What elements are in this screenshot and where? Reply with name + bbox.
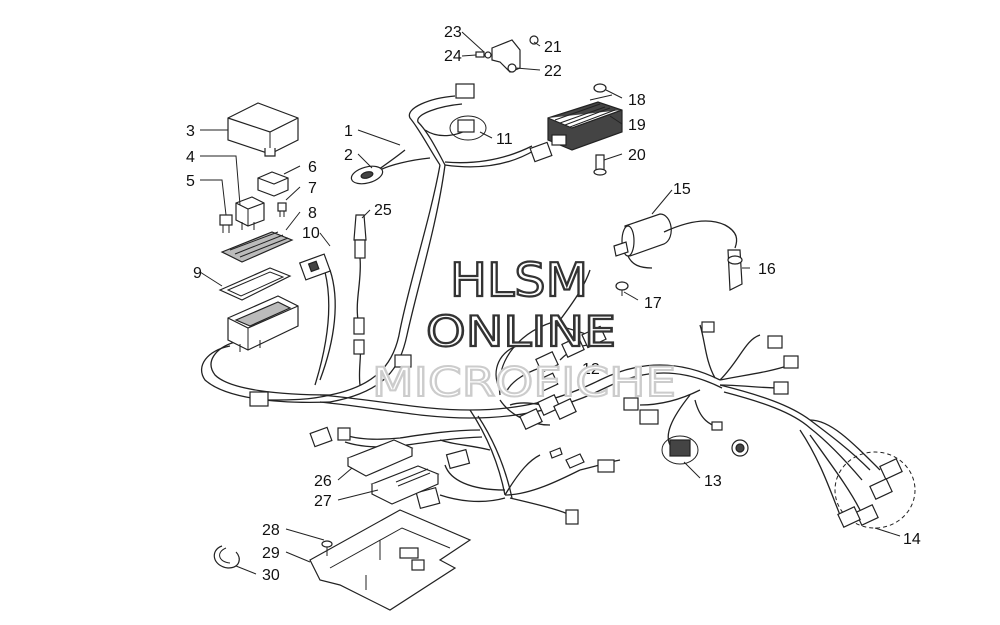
part-3-relay-cover	[227, 102, 299, 157]
callout-14: 14	[903, 531, 921, 548]
part-16-plug-cap	[727, 249, 743, 291]
part-25-sensor	[353, 214, 367, 355]
callout-29: 29	[262, 545, 280, 562]
callout-10: 10	[302, 225, 320, 242]
part-17-screw	[615, 281, 629, 296]
part-20-bolt	[593, 154, 607, 176]
part-7-fuse	[277, 202, 287, 217]
callout-18: 18	[628, 92, 646, 109]
callout-20: 20	[628, 147, 646, 164]
callout-30: 30	[262, 567, 280, 584]
part-21-24-bracket	[475, 35, 539, 73]
callout-13: 13	[704, 473, 722, 490]
callout-2: 2	[344, 147, 353, 164]
fuse-box-base	[227, 295, 299, 352]
part-19-regulator	[529, 101, 623, 163]
watermark-line-1: HLSM	[450, 253, 588, 307]
part-28-bolt	[321, 540, 333, 556]
part-29-tray	[309, 509, 472, 611]
callout-3: 3	[186, 123, 195, 140]
callout-numbers: 1 2 3 4 5 6 7 8 9 10 11 12 13 14 15 16 1…	[186, 24, 921, 584]
part-5-fuse	[219, 214, 233, 233]
harness-connectors	[249, 321, 799, 525]
watermark: HLSM ONLINE MICROFICHE	[371, 252, 677, 407]
callout-21: 21	[544, 39, 562, 56]
callout-15: 15	[673, 181, 691, 198]
part-18-nut	[589, 83, 613, 101]
leader-lines	[199, 31, 901, 575]
callout-28: 28	[262, 522, 280, 539]
callout-17: 17	[644, 295, 662, 312]
part-26-module	[346, 439, 414, 477]
callout-27: 27	[314, 493, 332, 510]
part-30-strap	[213, 545, 240, 569]
callout-16: 16	[758, 261, 776, 278]
callout-4: 4	[186, 149, 195, 166]
part-27-module	[370, 465, 440, 505]
callout-11: 11	[496, 131, 513, 148]
part-11-connector	[449, 83, 487, 141]
callout-9: 9	[193, 265, 202, 282]
part-4-relay	[235, 196, 265, 230]
callout-8: 8	[308, 205, 317, 222]
callout-6: 6	[308, 159, 317, 176]
part-2-grommet	[350, 165, 384, 185]
callout-1: 1	[344, 123, 353, 140]
callout-7: 7	[308, 180, 317, 197]
watermark-line-2: ONLINE	[426, 307, 616, 356]
callout-24: 24	[444, 48, 462, 65]
part-9-gasket	[218, 267, 292, 301]
callout-23: 23	[444, 24, 462, 41]
part-6-relay	[257, 171, 289, 197]
part-14-connectors	[834, 451, 916, 529]
part-10-connector	[298, 253, 332, 281]
part-15-coil	[613, 213, 738, 269]
callout-19: 19	[628, 117, 646, 134]
callout-26: 26	[314, 473, 332, 490]
watermark-line-3: MICROFICHE	[372, 360, 676, 406]
callout-5: 5	[186, 173, 195, 190]
callout-12: 12	[582, 361, 600, 378]
callout-22: 22	[544, 63, 562, 80]
callout-25: 25	[374, 202, 392, 219]
part-13-component	[661, 421, 749, 465]
part-8-fuse-label	[220, 231, 294, 263]
part-12-connectors	[519, 325, 607, 430]
